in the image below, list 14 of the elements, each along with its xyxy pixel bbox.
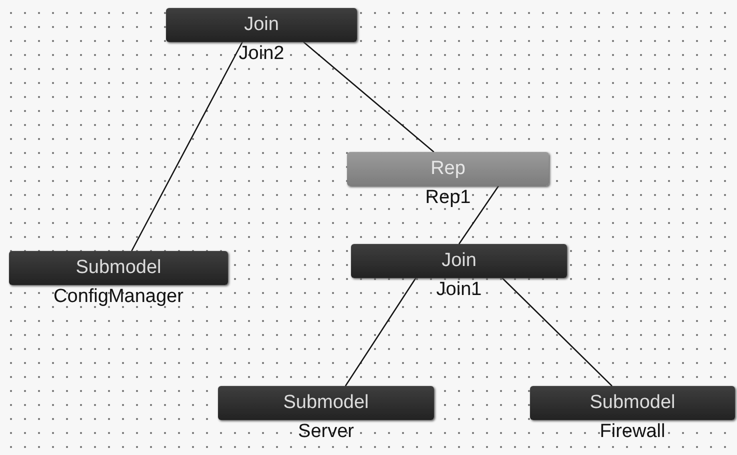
node-box: Submodel	[218, 386, 434, 420]
node-box: Join	[351, 244, 567, 278]
node-name: Join2	[238, 43, 286, 65]
node-box: Join	[166, 8, 357, 42]
connector-line	[344, 278, 416, 386]
node-name: Server	[297, 421, 355, 443]
connector-line	[131, 42, 243, 252]
node-name: ConfigManager	[52, 286, 184, 308]
node-name: Firewall	[598, 421, 666, 443]
node-name: Join1	[435, 279, 483, 301]
node-box: Submodel	[530, 386, 735, 420]
node-name: Rep1	[424, 187, 472, 209]
node-box: Rep	[347, 152, 549, 186]
node-box: Submodel	[9, 251, 228, 285]
